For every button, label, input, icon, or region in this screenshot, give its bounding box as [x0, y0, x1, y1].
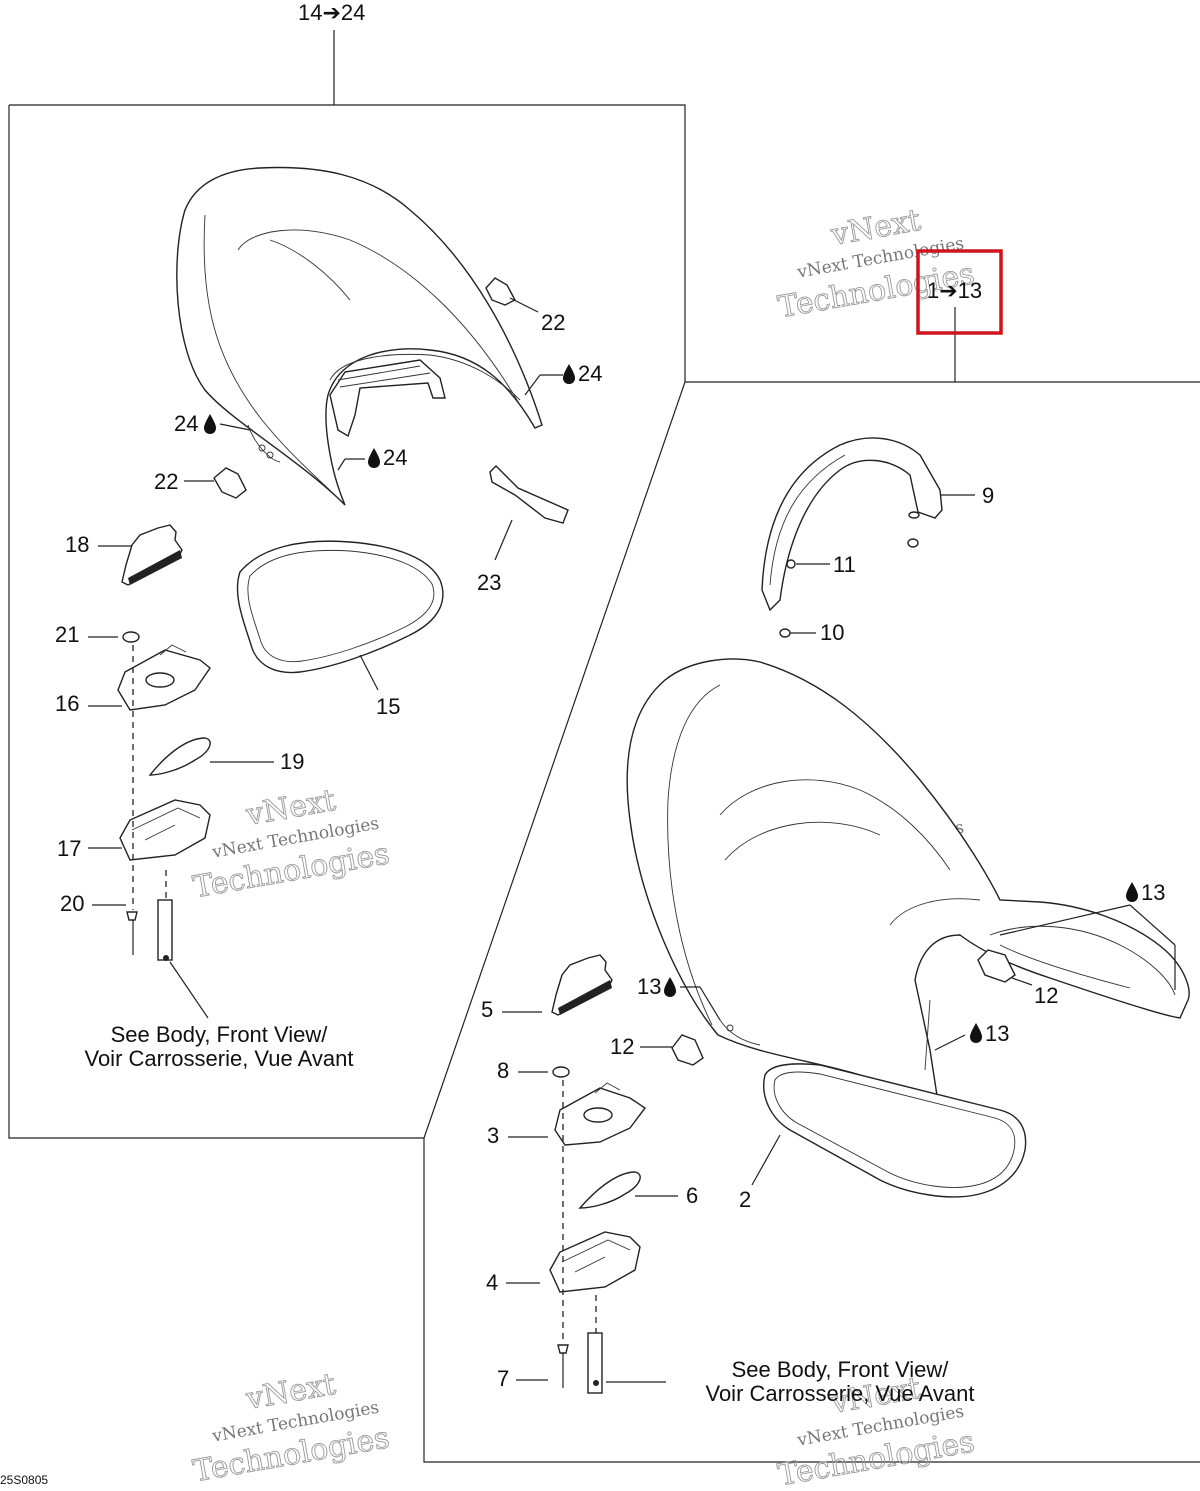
- callout-10: 10: [820, 620, 844, 645]
- nut-part-10: [779, 628, 791, 638]
- callout-12-right: 12: [1034, 983, 1058, 1008]
- watermark-mid-left: vNext vNext Technologies Technologies: [190, 782, 393, 905]
- note-left-line2: Voir Carrosserie, Vue Avant: [84, 1046, 353, 1071]
- watermark-bottom-right: vNext vNext Technologies Technologies: [775, 1370, 978, 1491]
- callout-13-left: 13: [637, 974, 661, 999]
- group-label-left: 14➔24: [298, 0, 365, 25]
- watermark-bottom-left: vNext vNext Technologies Technologies: [190, 1366, 393, 1489]
- rear-seat-part: [176, 166, 543, 506]
- latch-part-5: [551, 954, 613, 1016]
- spacer-part-left: [157, 899, 173, 961]
- note-right-line2: Voir Carrosserie, Vue Avant: [705, 1381, 974, 1406]
- callout-24-top: 24: [578, 361, 602, 386]
- callout-21: 21: [55, 622, 79, 647]
- bracket-part-3: [554, 1082, 647, 1146]
- callout-12-left: 12: [610, 1034, 634, 1059]
- callout-22-left: 22: [154, 469, 178, 494]
- callout-20: 20: [60, 891, 84, 916]
- watermark-top-right: vNext vNext Technologies Technologies: [775, 202, 978, 325]
- group-label-right: 1➔13: [927, 278, 982, 303]
- washer-part-8: [552, 1066, 570, 1078]
- rivet-part-20: [126, 911, 138, 955]
- leader-lines: [88, 297, 1176, 1383]
- highlight-box: [916, 249, 1003, 335]
- loctite-drop-icon: [204, 364, 1138, 1043]
- callout-13-mid: 13: [985, 1021, 1009, 1046]
- pad-part-12-left: [671, 1034, 704, 1066]
- housing-part-17: [119, 799, 211, 861]
- note-left-line1: See Body, Front View/: [111, 1022, 329, 1047]
- washer-part-11: [786, 559, 796, 569]
- spacer-part-right: [587, 1332, 603, 1394]
- bracket-part-23: [489, 465, 569, 524]
- callout-24-mid: 24: [383, 445, 407, 470]
- frame-lines: [8, 30, 1200, 1463]
- pad-part-22-top: [485, 277, 516, 306]
- callout-19: 19: [280, 749, 304, 774]
- callout-4: 4: [486, 1270, 498, 1295]
- callout-15: 15: [376, 694, 400, 719]
- gasket-part-2: [763, 1063, 1027, 1198]
- bracket-part-16: [117, 644, 211, 711]
- callout-17: 17: [57, 836, 81, 861]
- pad-part-22-left: [213, 467, 247, 499]
- housing-part-4: [549, 1231, 641, 1293]
- latch-part-18: [121, 524, 183, 586]
- gasket-part-15: [236, 540, 444, 674]
- figure-code: 25S0805: [0, 1473, 48, 1486]
- callout-9: 9: [982, 483, 994, 508]
- callout-18: 18: [65, 532, 89, 557]
- callout-3: 3: [487, 1123, 499, 1148]
- grab-handle-part-9: [761, 437, 943, 612]
- callout-7: 7: [497, 1366, 509, 1391]
- callout-8: 8: [497, 1058, 509, 1083]
- note-right-line1: See Body, Front View/: [732, 1357, 950, 1382]
- main-seat-part: [626, 658, 1190, 1116]
- callout-24-left: 24: [174, 411, 198, 436]
- callout-11: 11: [833, 552, 856, 577]
- washer-part-21: [122, 631, 140, 643]
- seal-part-6: [578, 1171, 641, 1209]
- callout-23: 23: [477, 570, 501, 595]
- callouts: 22 24 24 24 22 23 18 21 16 15 19 17 20 9…: [55, 310, 1165, 1391]
- rivet-part-7: [557, 1344, 569, 1388]
- callout-2: 2: [739, 1187, 751, 1212]
- callout-22-top: 22: [541, 310, 565, 335]
- seal-part-19: [148, 737, 211, 776]
- callout-6: 6: [686, 1183, 698, 1208]
- callout-16: 16: [55, 691, 79, 716]
- pad-part-12-right: [977, 949, 1016, 983]
- callout-13-right: 13: [1141, 880, 1165, 905]
- callout-5: 5: [481, 997, 493, 1022]
